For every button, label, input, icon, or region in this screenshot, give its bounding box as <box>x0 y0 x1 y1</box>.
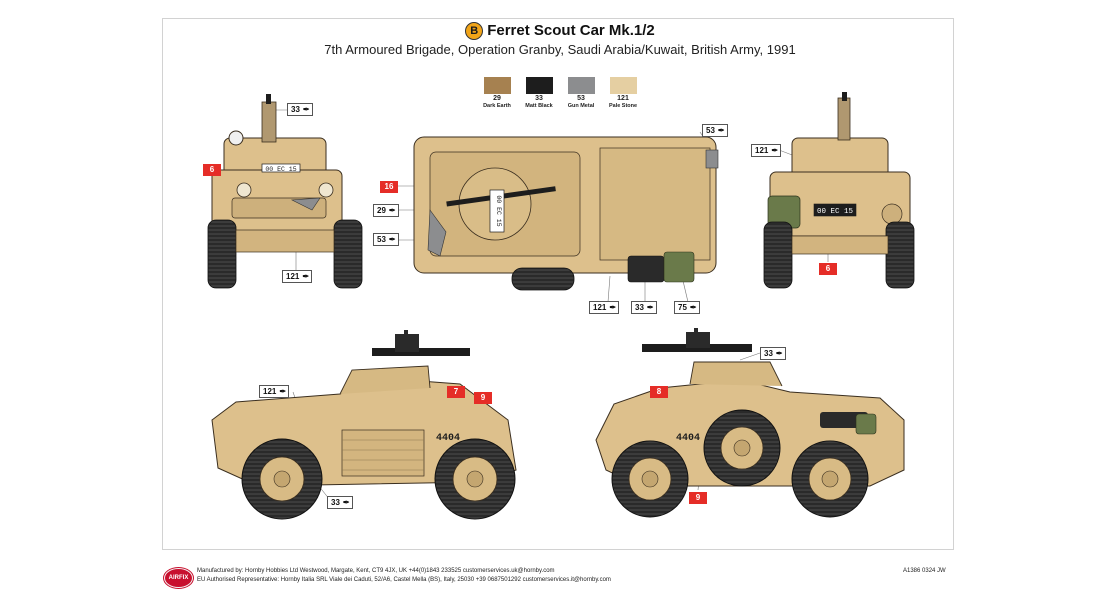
callout-number: 33 <box>331 498 340 507</box>
paint-callout-top-33: 33✒ <box>631 301 657 314</box>
paint-chip <box>609 77 637 94</box>
scheme-letter-badge: B <box>465 22 484 40</box>
callout-number: 121 <box>755 146 769 155</box>
paint-name: Gun Metal <box>567 103 595 109</box>
paint-chip <box>567 77 595 94</box>
paint-callout-top-121: 121✒ <box>589 301 620 314</box>
right-tactical-number: 4404 <box>676 433 700 444</box>
decal-tag-right-9: 9 <box>689 492 707 504</box>
rear-number-plate: 00 EC 15 <box>817 208 854 216</box>
paintbrush-icon: ✒ <box>646 303 654 312</box>
front-number-plate: 00 EC 15 <box>265 166 296 173</box>
paintbrush-icon: ✒ <box>609 303 617 312</box>
paint-name: Dark Earth <box>483 103 511 109</box>
paint-number: 53 <box>577 95 585 102</box>
callout-number: 33 <box>635 303 644 312</box>
paintbrush-icon: ✒ <box>302 272 310 281</box>
paint-chip <box>483 77 511 94</box>
model-name: Ferret Scout Car Mk.1/2 <box>487 22 655 39</box>
paint-number: 33 <box>535 95 543 102</box>
paint-swatch: 33 Matt Black <box>514 77 564 110</box>
paint-callout-rear-top: 121✒ <box>751 144 782 157</box>
decal-tag-left-7: 7 <box>447 386 465 398</box>
paint-callout-left-wheel: 33✒ <box>327 496 353 509</box>
callout-number: 121 <box>286 272 300 281</box>
vehicle-right-side-view: 4404 <box>595 328 905 518</box>
decal-tag-left-9: 9 <box>474 392 492 404</box>
paint-swatch: 29 Dark Earth <box>472 77 522 110</box>
eu-representative-info: EU Authorised Representative: Hornby Ita… <box>197 577 611 583</box>
vehicle-rear-view: 00 EC 15 <box>763 92 915 289</box>
top-number-plate: 00 EC 15 <box>495 195 502 226</box>
callout-number: 29 <box>377 206 386 215</box>
paint-chip <box>525 77 553 94</box>
paint-callout-front-body: 121✒ <box>282 270 313 283</box>
paintbrush-icon: ✒ <box>717 126 725 135</box>
vehicle-front-view: 00 EC 15 <box>207 94 363 289</box>
callout-number: 121 <box>593 303 607 312</box>
decal-tag-right-8: 8 <box>650 386 668 398</box>
decal-tag-rear-6: 6 <box>819 263 837 275</box>
paint-callout-top-rear-box: 53✒ <box>702 124 728 137</box>
vehicle-top-view: 00 EC 15 <box>413 136 719 291</box>
airfix-logo: AIRFIX <box>164 568 193 588</box>
paint-name: Pale Stone <box>608 103 638 109</box>
paintbrush-icon: ✒ <box>388 235 396 244</box>
paint-callout-top-29: 29✒ <box>373 204 399 217</box>
paint-callout-front-gun: 33✒ <box>287 103 313 116</box>
callout-number: 53 <box>706 126 715 135</box>
paintbrush-icon: ✒ <box>689 303 697 312</box>
vehicle-left-side-view: 4404 <box>211 330 517 520</box>
callout-number: 121 <box>263 387 277 396</box>
paint-name: Matt Black <box>525 103 553 109</box>
callout-number: 33 <box>291 105 300 114</box>
left-tactical-number: 4404 <box>436 433 460 444</box>
paint-callout-top-53: 53✒ <box>373 233 399 246</box>
manufacturer-info: Manufactured by: Hornby Hobbies Ltd West… <box>197 568 555 574</box>
paint-swatch: 121 Pale Stone <box>598 77 648 110</box>
callout-number: 33 <box>764 349 773 358</box>
scheme-subtitle: 7th Armoured Brigade, Operation Granby, … <box>324 42 796 57</box>
paint-swatch: 53 Gun Metal <box>556 77 606 110</box>
page-frame <box>162 18 954 550</box>
paintbrush-icon: ✒ <box>771 146 779 155</box>
paintbrush-icon: ✒ <box>279 387 287 396</box>
paint-number: 121 <box>617 95 629 102</box>
paint-callout-top-75: 75✒ <box>674 301 700 314</box>
decal-tag-front-6: 6 <box>203 164 221 176</box>
paintbrush-icon: ✒ <box>302 105 310 114</box>
paint-callout-right-gun: 33✒ <box>760 347 786 360</box>
decal-tag-top-16: 16 <box>380 181 398 193</box>
paintbrush-icon: ✒ <box>775 349 783 358</box>
paint-callout-left-body: 121✒ <box>259 385 290 398</box>
paintbrush-icon: ✒ <box>342 498 350 507</box>
paintbrush-icon: ✒ <box>388 206 396 215</box>
callout-number: 75 <box>678 303 687 312</box>
callout-number: 53 <box>377 235 386 244</box>
paint-number: 29 <box>493 95 501 102</box>
sheet-code: A1386 0324 JW <box>903 568 946 574</box>
